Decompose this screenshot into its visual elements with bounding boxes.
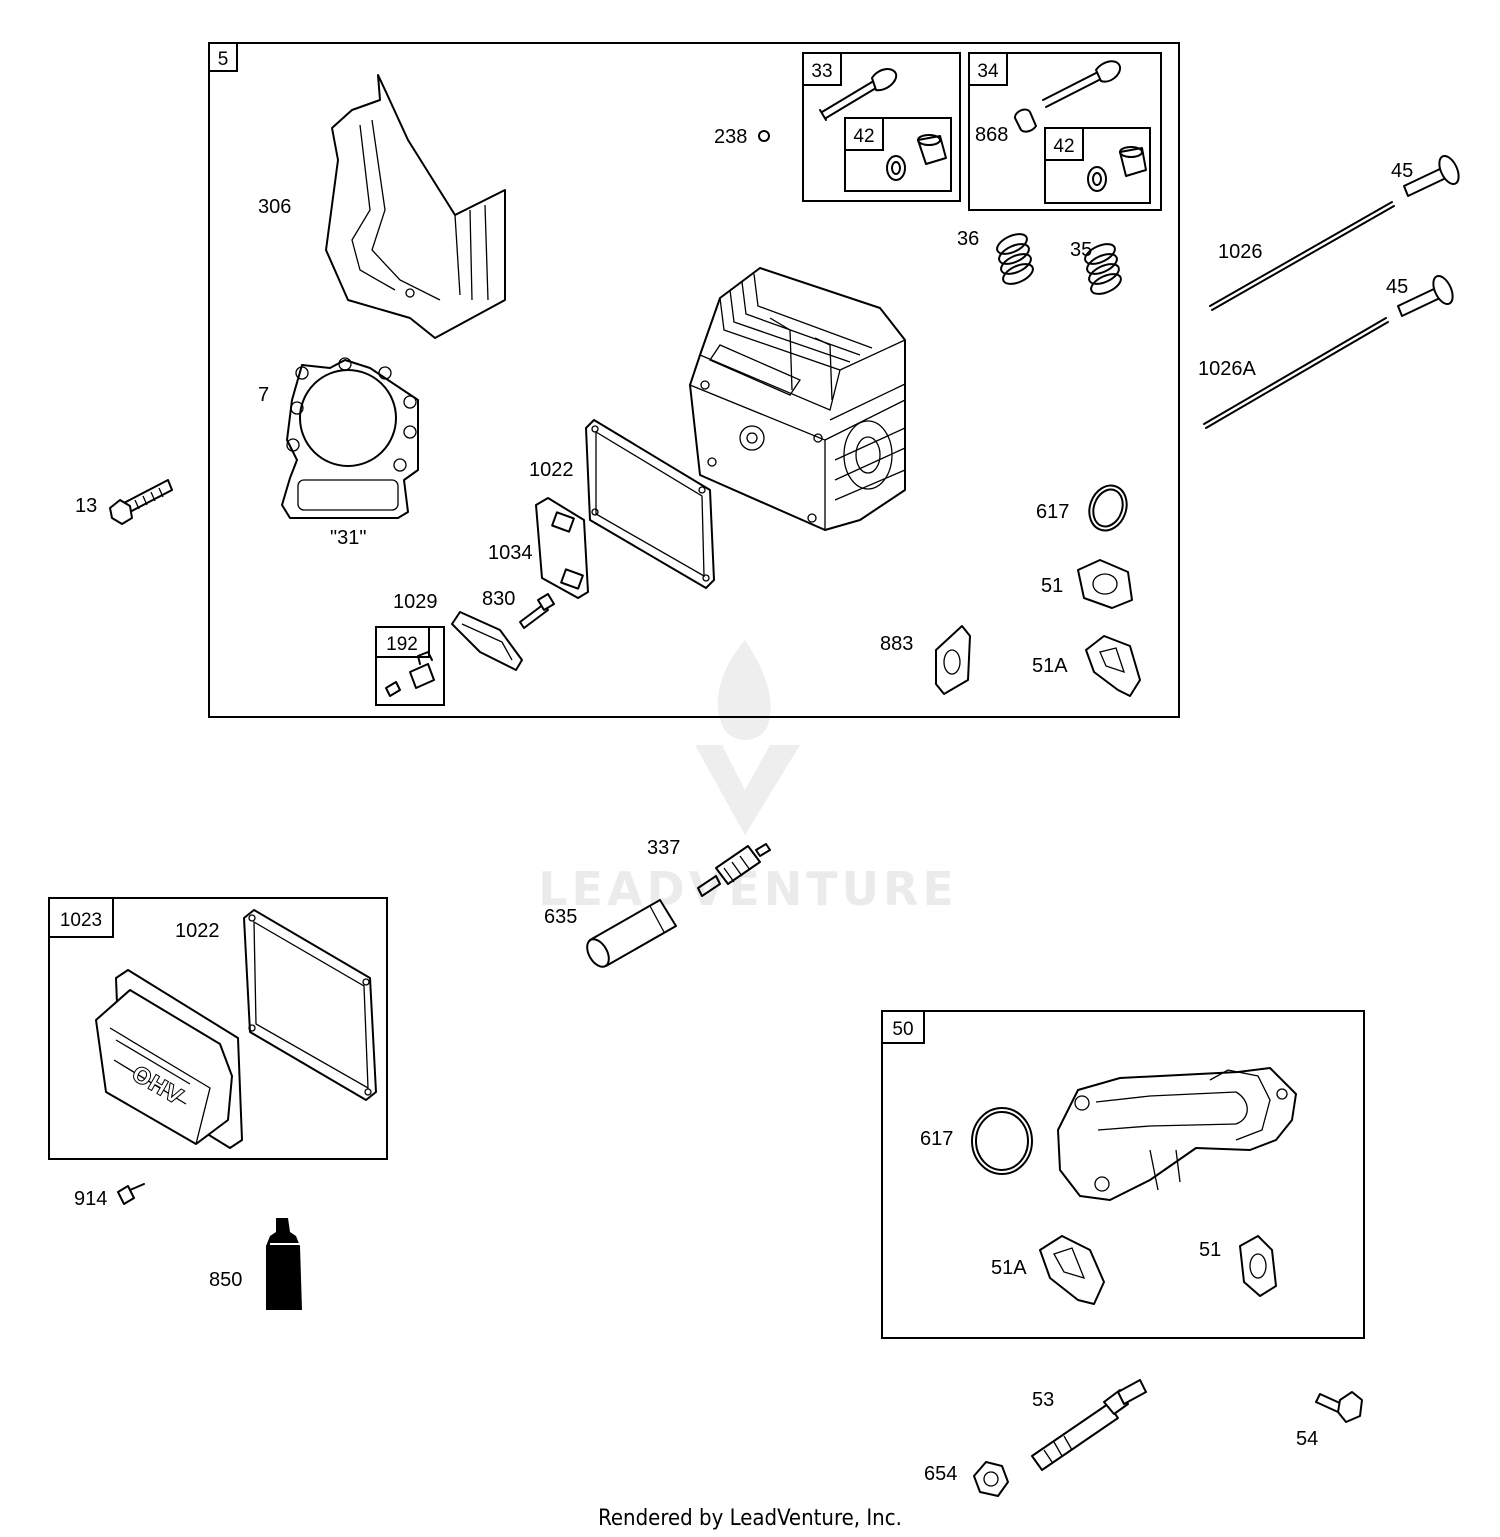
rocker-cover-part: OHV (95, 969, 243, 1149)
push-rod-1026a-part (1203, 317, 1389, 429)
rocker-cover-kit-tag: 1023 (60, 910, 102, 931)
label-337: 337 (647, 837, 680, 859)
label-51-kit: 51 (1199, 1239, 1221, 1261)
main-kit-tag-box (208, 42, 238, 72)
seal-kit-a-box (844, 117, 952, 192)
label-654: 654 (924, 1463, 957, 1485)
spark-plug-part (697, 843, 771, 897)
head-bolt-part (109, 479, 173, 525)
main-kit-box (208, 42, 1180, 718)
label-53: 53 (1032, 1389, 1054, 1411)
flange-nut-part (973, 1461, 1009, 1497)
label-51a-main: 51A (1032, 655, 1068, 677)
rocker-cover-kit-box (48, 897, 388, 1160)
intake-kit-box (881, 1010, 1365, 1339)
screw-914-part (117, 1183, 145, 1205)
intake-valve-part (819, 68, 898, 121)
label-54: 54 (1296, 1428, 1318, 1450)
exhaust-valve-kit-tag-box (968, 52, 1008, 86)
seal-kit-b-tag: 42 (1053, 136, 1074, 157)
seal-kit-a-tag-box (844, 117, 884, 151)
intake-kit-tag-box (881, 1010, 925, 1044)
label-35: 35 (1070, 239, 1092, 261)
breather-gasket-part (451, 611, 523, 671)
seal-kit-b-tag-box (1044, 127, 1084, 161)
footer-credit: Rendered by LeadVenture, Inc. (598, 1506, 902, 1531)
label-45-lower: 45 (1386, 276, 1408, 298)
intake-gasket-51a-kit-part (1039, 1235, 1105, 1305)
rocker-cover-gasket-kit-part (243, 909, 377, 1101)
intake-manifold-part (1057, 1067, 1297, 1201)
push-rod-1026-part (1209, 201, 1395, 311)
label-31: "31" (330, 527, 366, 549)
rocker-cover-gasket-part (585, 419, 715, 589)
valve-seal-b-part (1087, 146, 1147, 192)
cylinder-head-part (689, 267, 906, 531)
label-635: 635 (544, 906, 577, 928)
cylinder-shroud-part (325, 74, 506, 339)
valve-spring-36-part (996, 233, 1034, 285)
label-850: 850 (209, 1269, 242, 1291)
label-238: 238 (714, 126, 747, 148)
label-306: 306 (258, 196, 291, 218)
intake-gasket-51-kit-part (1239, 1235, 1277, 1297)
label-617-main: 617 (1036, 501, 1069, 523)
label-883: 883 (880, 633, 913, 655)
intake-valve-kit-box (802, 52, 961, 202)
intake-gasket-51-main-part (1077, 559, 1133, 609)
intake-kit-tag: 50 (892, 1019, 913, 1040)
o-ring-main-part (1088, 484, 1128, 532)
label-868: 868 (975, 124, 1008, 146)
intake-valve-kit-tag-box (802, 52, 842, 86)
stud-part (519, 593, 555, 629)
label-51-main: 51 (1041, 575, 1063, 597)
sealant-tube-part (266, 1218, 302, 1310)
breather-kit-tag: 192 (386, 634, 418, 655)
label-7: 7 (258, 384, 269, 406)
label-617-intake: 617 (920, 1128, 953, 1150)
head-gasket-part (281, 357, 419, 519)
intake-gasket-51a-main-part (1085, 635, 1141, 697)
watermark-logo (695, 640, 800, 835)
label-1026a: 1026A (1198, 358, 1256, 380)
exhaust-valve-kit-tag: 34 (977, 61, 999, 82)
intake-valve-kit-tag: 33 (811, 61, 832, 82)
exhaust-valve-part (1014, 60, 1122, 133)
label-1022-main: 1022 (529, 459, 574, 481)
breather-kit-tag-box (375, 626, 430, 658)
main-kit-tag: 5 (218, 49, 229, 70)
label-830: 830 (482, 588, 515, 610)
label-51a-kit: 51A (991, 1257, 1027, 1279)
valve-spring-35-part (1084, 243, 1122, 295)
label-1029: 1029 (393, 591, 438, 613)
gasket-883-part (935, 625, 971, 695)
label-45-upper: 45 (1391, 160, 1413, 182)
manifold-stud-part (1031, 1379, 1147, 1471)
lifter-upper-part (1403, 154, 1460, 197)
valve-seal-a-part (886, 134, 947, 181)
small-nut-part (758, 130, 770, 142)
o-ring-intake-part (971, 1107, 1033, 1175)
label-1034: 1034 (488, 542, 533, 564)
label-1026: 1026 (1218, 241, 1263, 263)
breather-plate-part (535, 497, 589, 599)
label-914: 914 (74, 1188, 107, 1210)
breather-valve-part (385, 651, 435, 697)
label-1022-kit: 1022 (175, 920, 220, 942)
rocker-cover-kit-tag-box (48, 897, 114, 938)
label-36: 36 (957, 228, 979, 250)
spark-plug-boot-part (586, 899, 677, 968)
seal-kit-a-tag: 42 (853, 126, 874, 147)
exhaust-valve-kit-box (968, 52, 1162, 211)
lifter-lower-part (1397, 274, 1454, 317)
bolt-54-part (1315, 1391, 1363, 1423)
label-13: 13 (75, 495, 97, 517)
seal-kit-b-box (1044, 127, 1151, 204)
